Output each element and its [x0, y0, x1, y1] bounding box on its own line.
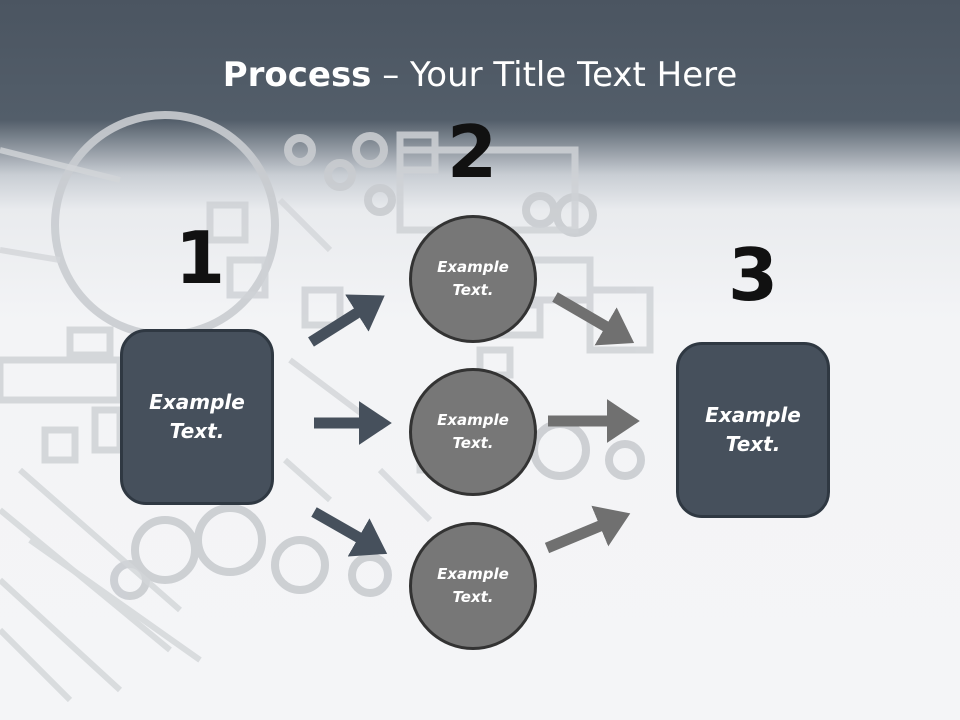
title-rest: – Your Title Text Here	[371, 55, 738, 95]
step-number-2: 2	[446, 110, 498, 194]
step-number-1: 1	[174, 216, 226, 300]
arrow-gray-up-icon	[544, 505, 631, 554]
circle-middle-line-1: Example	[437, 411, 509, 429]
title-bold: Process	[222, 55, 372, 95]
step-3-text-line-2: Text.	[725, 432, 781, 456]
circle-top-line-2: Text.	[452, 281, 494, 299]
circle-bottom-line-2: Text.	[452, 588, 494, 606]
arrow-right-down-icon	[311, 507, 388, 557]
arrow-right-up-icon	[308, 294, 385, 347]
step-number-3: 3	[727, 233, 779, 317]
step-1-text-line-1: Example	[149, 390, 245, 414]
step-1-text-line-2: Text.	[169, 419, 225, 443]
circle-top-line-1: Example	[437, 258, 509, 276]
circle-middle-line-2: Text.	[452, 434, 494, 452]
arrow-gray-down-icon	[552, 292, 635, 346]
circle-bottom-line-1: Example	[437, 565, 509, 583]
slide-title: Process – Your Title Text Here	[0, 52, 960, 98]
step-3-text-line-1: Example	[705, 403, 801, 427]
